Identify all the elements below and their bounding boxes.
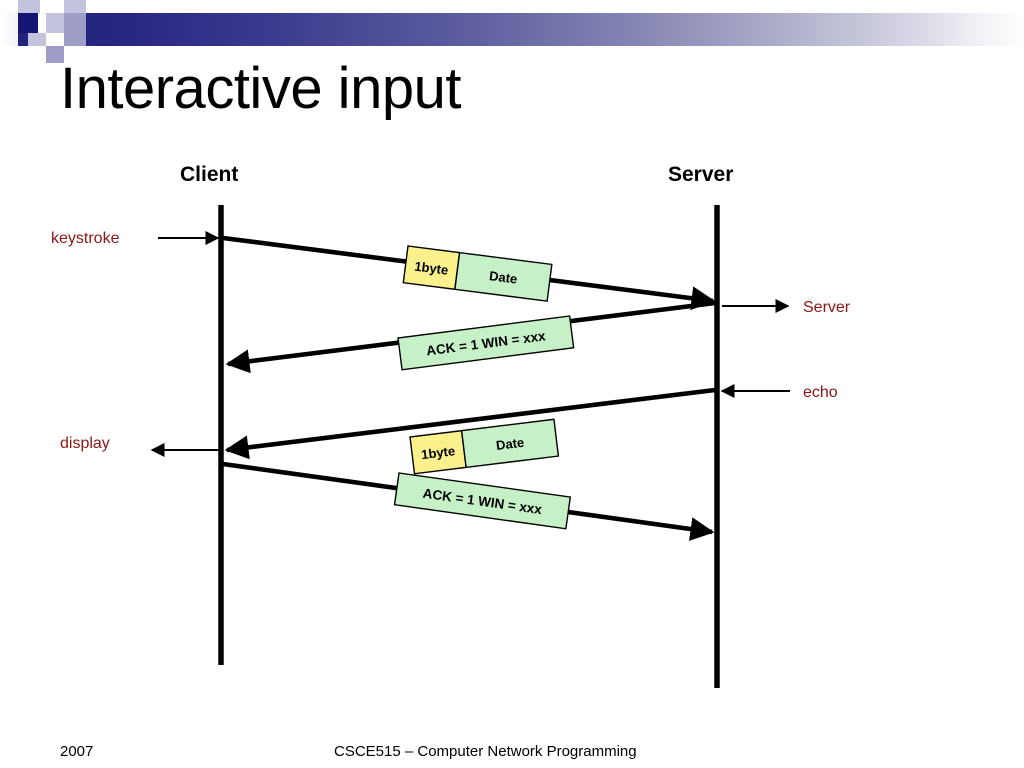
packet-segment-date	[460, 418, 560, 469]
deco-square-lavender-8	[46, 46, 64, 63]
deco-square-lavender-4	[64, 13, 86, 33]
deco-square-lavender-3	[46, 13, 64, 33]
packet-label-date: Date	[488, 268, 518, 286]
packet-box-ack-2: ACK = 1 WIN = xxx	[393, 472, 572, 530]
header-gradient-bar	[0, 13, 1024, 46]
packet-label-1byte: 1byte	[420, 443, 456, 462]
annotation-label-server: Server	[803, 299, 851, 316]
deco-square-lavender-2	[64, 0, 86, 13]
packet-segment-ack	[393, 472, 572, 530]
deco-notch-1	[0, 13, 18, 46]
page-title: Interactive input	[60, 56, 461, 121]
annotation-label-keystroke: keystroke	[51, 230, 120, 247]
message-arrow-data-2	[224, 387, 716, 460]
footer-year: 2007	[60, 743, 94, 760]
column-heading-server: Server	[668, 163, 734, 186]
deco-square-lavender-5	[28, 33, 46, 46]
footer-course: CSCE515 – Computer Network Programming	[334, 743, 637, 760]
column-heading-client: Client	[180, 163, 239, 186]
packet-label-date: Date	[495, 435, 525, 453]
deco-square-lavender-1	[18, 0, 40, 13]
packet-label-1byte: 1byte	[414, 259, 450, 278]
packet-box-data-1: 1byte Date	[402, 245, 553, 302]
deco-square-lavender-7	[28, 46, 46, 63]
packet-segment-ack	[397, 315, 575, 371]
deco-notch-3	[46, 33, 64, 46]
deco-square-lavender-6	[64, 33, 86, 46]
packet-box-data-2: 1byte Date	[409, 418, 560, 475]
packet-segment-date	[454, 251, 553, 302]
packet-box-ack-1: ACK = 1 WIN = xxx	[397, 315, 575, 371]
deco-square-navy	[18, 13, 38, 33]
annotation-label-display: display	[60, 435, 110, 452]
annotation-label-echo: echo	[803, 384, 838, 401]
